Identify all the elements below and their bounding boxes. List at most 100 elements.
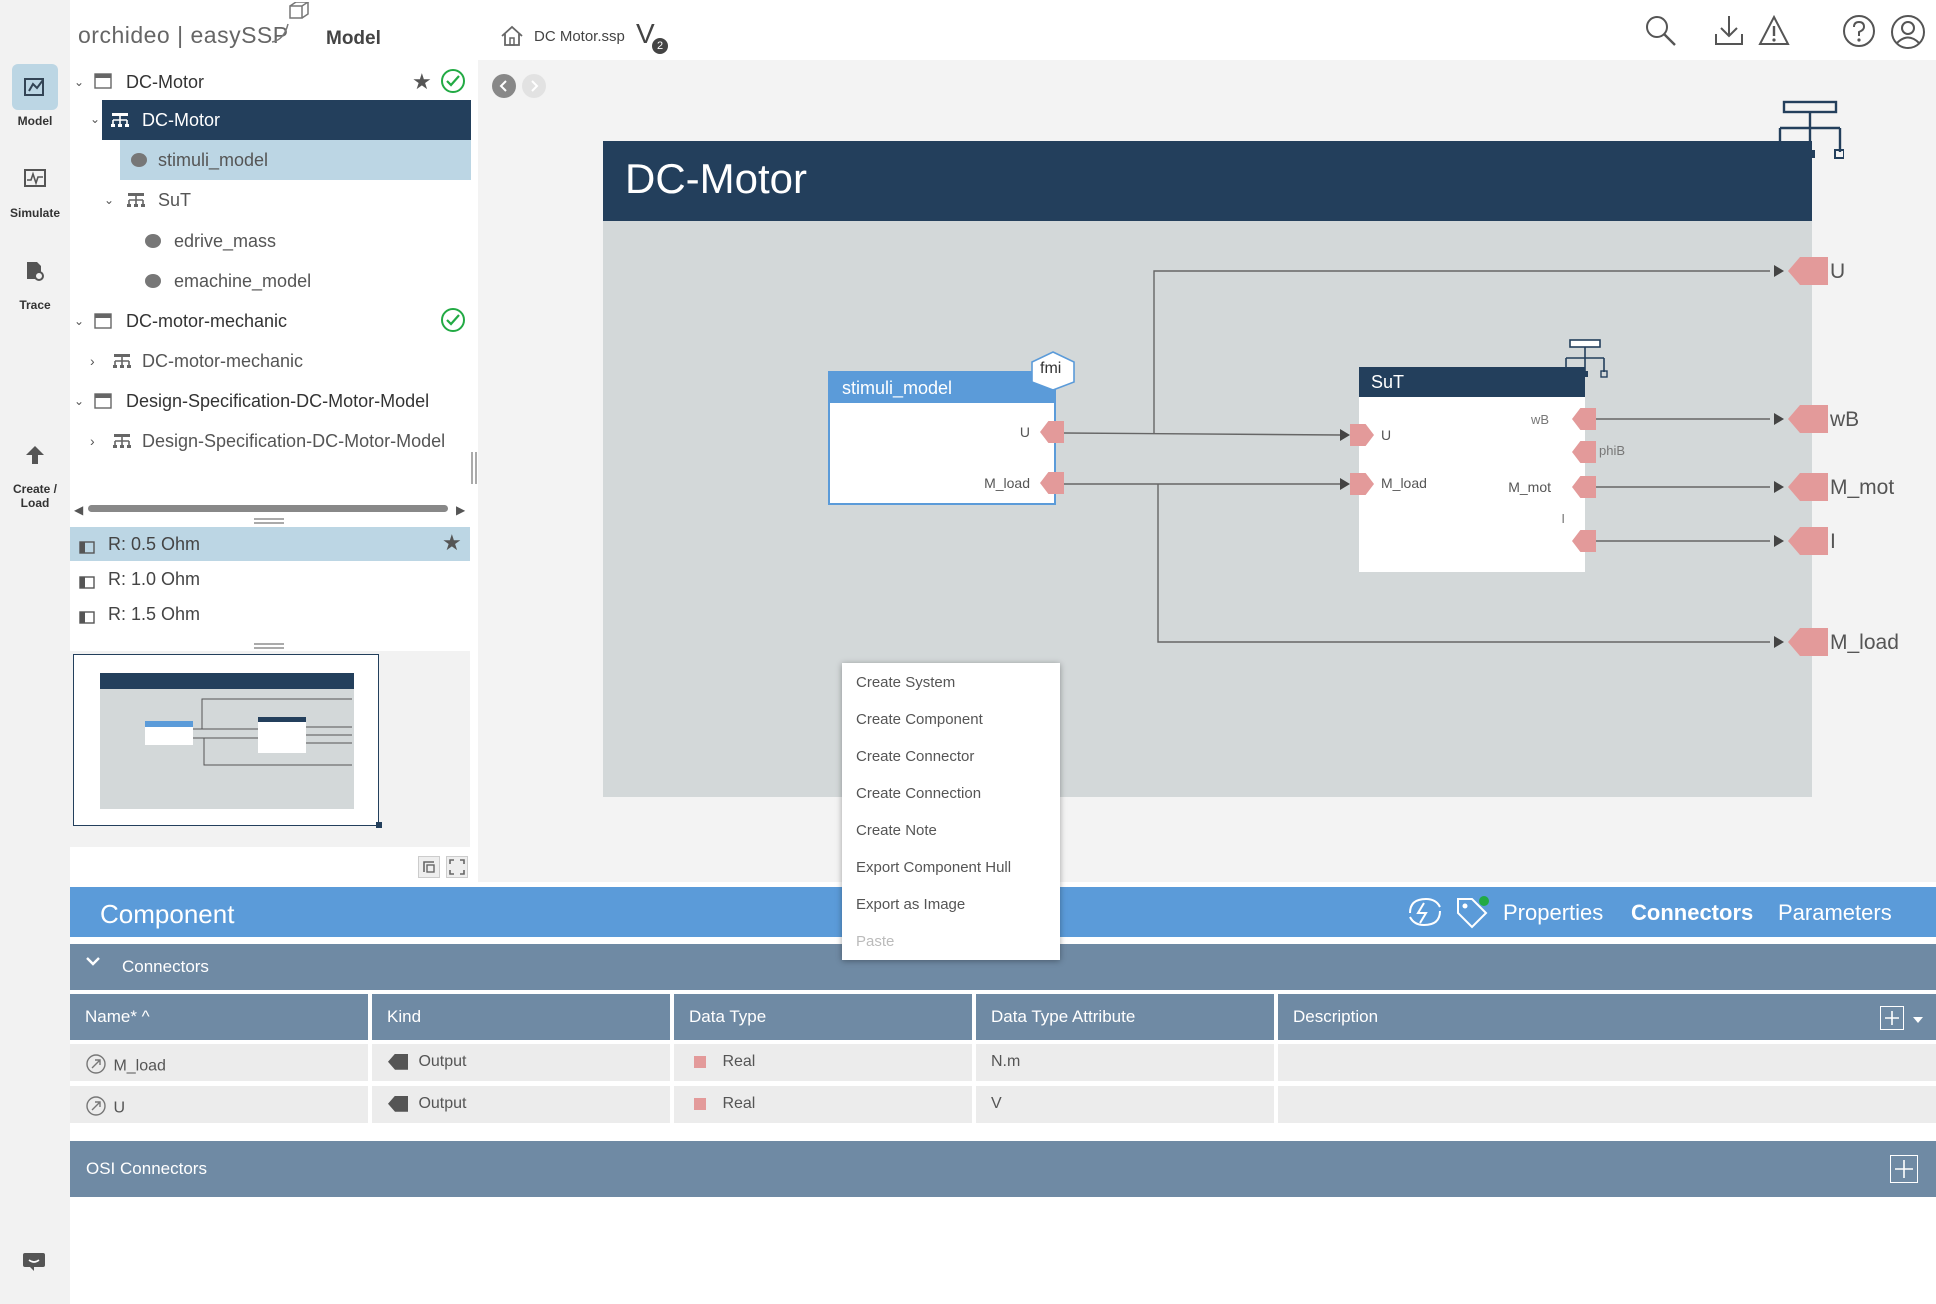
menu-item-export-as-image[interactable]: Export as Image	[856, 896, 966, 913]
version-letter: V	[636, 18, 655, 49]
back-icon[interactable]	[492, 74, 516, 98]
menu-item-create-system[interactable]: Create System	[856, 674, 956, 691]
input-port-u[interactable]	[1350, 424, 1374, 446]
system-block[interactable]	[603, 141, 1812, 797]
menu-item-export-component-hull[interactable]: Export Component Hull	[856, 859, 1012, 876]
ssd-icon	[94, 73, 112, 94]
input-port-m-load[interactable]	[1350, 473, 1374, 495]
chevron-down-icon[interactable]: ⌄	[90, 112, 101, 126]
tree-item-design-spec-system[interactable]: › Design-Specification-DC-Motor-Model	[88, 421, 471, 461]
version-badge: 2	[652, 38, 668, 54]
home-icon[interactable]	[500, 24, 524, 53]
output-port-phib[interactable]	[1572, 441, 1596, 463]
tree-item-design-spec-ssd[interactable]: ⌄ Design-Specification-DC-Motor-Model	[72, 381, 472, 421]
menu-item-create-note[interactable]: Create Note	[856, 822, 937, 839]
output-port-m-load[interactable]	[1040, 472, 1064, 494]
system-hierarchy-icon[interactable]	[1776, 100, 1845, 165]
tree-item-edrive-mass[interactable]: edrive_mass	[140, 221, 471, 261]
fullscreen-icon[interactable]	[446, 856, 468, 878]
tree-item-dc-motor-mechanic-ssd[interactable]: ⌄ DC-motor-mechanic	[72, 301, 472, 341]
star-icon[interactable]: ★	[442, 530, 462, 555]
system-port-label: U	[1830, 260, 1846, 283]
tab-connectors[interactable]: Connectors	[1631, 900, 1754, 925]
context-menu: Create System Create Component Create Co…	[842, 663, 1060, 960]
fit-view-icon[interactable]	[418, 856, 440, 878]
chevron-right-icon[interactable]: ›	[90, 353, 95, 369]
component-sut[interactable]: SuT U M_load wB phiB M_mot I	[1359, 367, 1625, 572]
add-connector-icon[interactable]	[1880, 1006, 1904, 1030]
variant-item[interactable]: R: 1.5 Ohm	[70, 597, 470, 631]
chevron-down-icon[interactable]: ⌄	[74, 75, 85, 89]
menu-item-create-component[interactable]: Create Component	[856, 711, 983, 728]
cell-description[interactable]	[1278, 1044, 1936, 1081]
rail-create-load[interactable]: Create / Load	[4, 404, 66, 510]
column-header-data-type-attribute[interactable]: Data Type Attribute	[976, 994, 1274, 1040]
tree-item-stimuli-model[interactable]: stimuli_model	[120, 140, 471, 180]
column-header-data-type[interactable]: Data Type	[674, 994, 972, 1040]
output-port-i[interactable]	[1572, 530, 1596, 552]
chevron-right-icon[interactable]: ›	[90, 433, 95, 449]
module-title: Model	[326, 28, 381, 49]
component-title: stimuli_model	[830, 373, 1054, 403]
minimap-viewport[interactable]	[73, 654, 379, 826]
menu-item-create-connector[interactable]: Create Connector	[856, 748, 975, 765]
chevron-down-icon[interactable]: ⌄	[104, 193, 115, 207]
cell-data-type-attribute: N.m	[976, 1044, 1274, 1081]
tree-item-dc-motor-ssd[interactable]: ⌄ DC-Motor ★	[72, 62, 472, 102]
fmu-icon	[144, 233, 162, 254]
tree-item-sut[interactable]: ⌄ SuT	[102, 180, 471, 220]
port-label: U	[1019, 424, 1030, 440]
minimap-resize-handle[interactable]	[376, 822, 382, 828]
subsystem-icon[interactable]	[1562, 338, 1608, 385]
column-header-name[interactable]: Name* ^	[70, 994, 368, 1040]
add-osi-connector-icon[interactable]	[1890, 1155, 1918, 1183]
warning-icon[interactable]	[1758, 14, 1790, 53]
rail-trace[interactable]: Trace	[4, 248, 66, 312]
tree-item-label: DC-motor-mechanic	[142, 350, 304, 371]
output-kind-icon	[388, 1095, 408, 1112]
column-header-kind[interactable]: Kind	[372, 994, 670, 1040]
tree-horizontal-scrollbar[interactable]	[88, 505, 448, 512]
port-label: wB	[1530, 412, 1549, 427]
variant-icon	[79, 608, 95, 629]
search-icon[interactable]	[1644, 14, 1678, 53]
splitter-handle[interactable]	[254, 643, 284, 649]
splitter-handle[interactable]	[254, 518, 284, 524]
tree-item-emachine-model[interactable]: emachine_model	[140, 261, 471, 301]
sync-icon[interactable]	[1402, 895, 1448, 934]
tree-item-label: stimuli_model	[158, 149, 269, 170]
scroll-left-icon[interactable]: ◀	[74, 503, 84, 517]
menu-item-create-connection[interactable]: Create Connection	[856, 785, 982, 802]
scroll-right-icon[interactable]: ▶	[456, 503, 466, 517]
output-port-u[interactable]	[1040, 421, 1064, 443]
tag-icon[interactable]	[1454, 895, 1490, 934]
fmi-label: fmi	[1040, 360, 1062, 377]
osi-connectors-section-header[interactable]: OSI Connectors	[70, 1141, 1936, 1197]
tree-item-dc-motor-system[interactable]: DC-Motor	[102, 100, 471, 140]
rail-model[interactable]: Model	[4, 64, 66, 128]
tree-item-dc-motor-mechanic-system[interactable]: › DC-motor-mechanic	[88, 341, 471, 381]
dropdown-arrow-icon[interactable]	[1912, 1012, 1924, 1030]
component-stimuli-model[interactable]: stimuli_model U M_load	[828, 371, 1056, 505]
help-icon[interactable]	[1842, 14, 1876, 53]
chevron-down-icon[interactable]: ⌄	[74, 394, 85, 408]
download-icon[interactable]	[1714, 14, 1744, 53]
variant-label: R: 0.5 Ohm	[108, 533, 201, 554]
tab-properties[interactable]: Properties	[1503, 900, 1604, 925]
chevron-down-icon[interactable]: ⌄	[74, 314, 85, 328]
column-header-description[interactable]: Description	[1278, 994, 1936, 1040]
variant-item[interactable]: R: 1.0 Ohm	[70, 562, 470, 596]
tab-parameters[interactable]: Parameters	[1778, 900, 1892, 925]
tree-vertical-scrollbar[interactable]	[471, 452, 477, 484]
feedback-icon[interactable]	[22, 1252, 46, 1277]
output-port-wb[interactable]	[1572, 408, 1596, 430]
chevron-down-icon[interactable]	[84, 952, 102, 975]
cell-description[interactable]	[1278, 1086, 1936, 1123]
forward-icon[interactable]	[522, 74, 546, 98]
valid-check-icon	[440, 68, 466, 99]
rail-simulate[interactable]: Simulate	[4, 156, 66, 220]
user-icon[interactable]	[1890, 14, 1926, 55]
variant-item[interactable]: R: 0.5 Ohm ★	[70, 527, 470, 561]
output-port-m-mot[interactable]	[1572, 476, 1596, 498]
star-icon[interactable]: ★	[412, 69, 432, 94]
